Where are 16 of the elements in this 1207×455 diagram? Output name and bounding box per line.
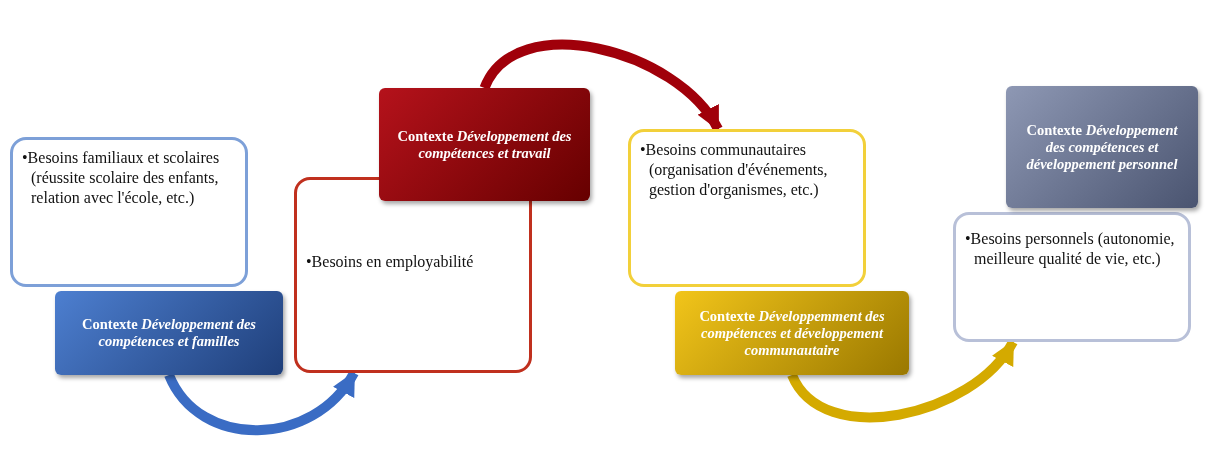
title-box <box>1006 86 1198 208</box>
bullet-text: •Besoins communautaires (organisation d'événements, gestion d'organismes, etc.) <box>639 140 829 200</box>
title-box <box>379 88 590 201</box>
bullet-text: •Besoins personnels (autonomie, meilleure qualité de vie, etc.) <box>964 229 1176 269</box>
title-box <box>55 291 283 375</box>
text-box <box>953 212 1191 342</box>
title-text: Contexte Développement des compétences et développement personnel <box>1025 121 1179 173</box>
title-text: Contexte Développement des compétences et familles <box>81 316 257 350</box>
bullet-text: •Besoins en employabilité <box>305 252 475 272</box>
text-box <box>628 129 866 287</box>
text-box <box>294 177 532 373</box>
title-text: Contexte Développement des compétences et travail <box>396 127 573 162</box>
text-box <box>10 137 248 287</box>
title-text: Contexte Développemment des compétences et développement communautaire <box>698 307 886 359</box>
title-box <box>675 291 909 375</box>
bullet-text: •Besoins familiaux et scolaires (réussite scolaire des enfants, relation avec l'école, etc.) <box>21 148 221 208</box>
